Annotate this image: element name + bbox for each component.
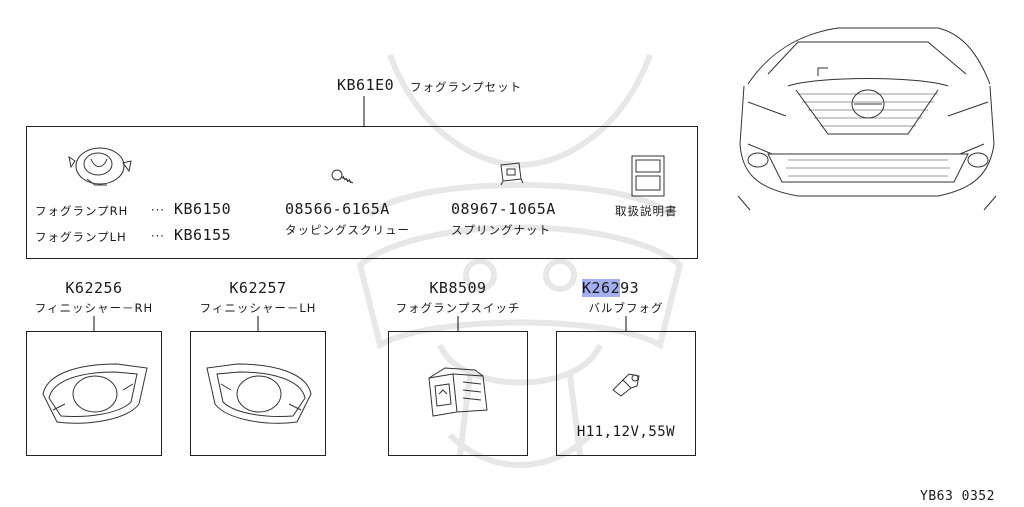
fog-switch-drawing [428,367,488,417]
set-code[interactable]: KB61E0 [337,76,395,94]
samurai-helmet-watermark [356,53,684,468]
screw-code[interactable]: 08566-6165A [285,200,390,218]
bulb-code-highlight: K262 [582,279,621,297]
lamp-lh-name: フォグランプLH [35,230,127,244]
bulb-name: バルブフォグ [588,301,664,315]
lamp-lh-code[interactable]: KB6155 [174,226,232,244]
lamp-rh-name: フォグランプRH [35,204,129,218]
bulb-spec: H11,12V,55W [576,424,676,440]
vehicle-illustration [737,27,997,211]
leader-lines [93,316,627,331]
finisher-lh-code[interactable]: K62257 [229,279,287,297]
nut-code[interactable]: 08967-1065A [451,200,556,218]
fog-lamp-drawing [68,147,132,186]
lamp-rh-code[interactable]: KB6150 [174,200,232,218]
finisher-rh-box [26,331,162,456]
diagram-id: YB63 0352 [920,489,995,504]
spring-nut-drawing [500,162,524,186]
screw-name: タッピングスクリュー [285,223,410,237]
finisher-lh-name: フィニッシャー－LH [199,301,317,315]
finisher-rh-drawing [42,363,148,424]
bulb-drawing [612,373,640,397]
bulb-box: H11,12V,55W [556,331,696,456]
finisher-rh-name: フィニッシャー－RH [34,301,154,315]
set-leader-line [363,96,365,126]
bulb-code-rest: 93 [620,279,640,297]
finisher-rh-code[interactable]: K62256 [65,279,123,297]
fog-switch-name: フォグランプスイッチ [395,301,521,315]
lamp-lh-dots: ··· [151,229,165,243]
fog-switch-code[interactable]: KB8509 [429,279,487,297]
set-name: フォグランプセット [410,80,523,94]
bulb-code[interactable]: K26293 [582,279,639,297]
fog-lamp-set-box: フォグランプRH ··· KB6150 フォグランプLH ··· KB6155 … [26,126,698,259]
manual-name: 取扱説明書 [615,204,678,218]
manual-icon [631,155,665,197]
fog-switch-box [388,331,528,456]
finisher-lh-drawing [206,363,312,424]
finisher-lh-box [190,331,326,456]
nut-name: スプリングナット [451,223,551,237]
lamp-rh-dots: ··· [151,203,165,217]
screw-drawing [331,169,354,184]
